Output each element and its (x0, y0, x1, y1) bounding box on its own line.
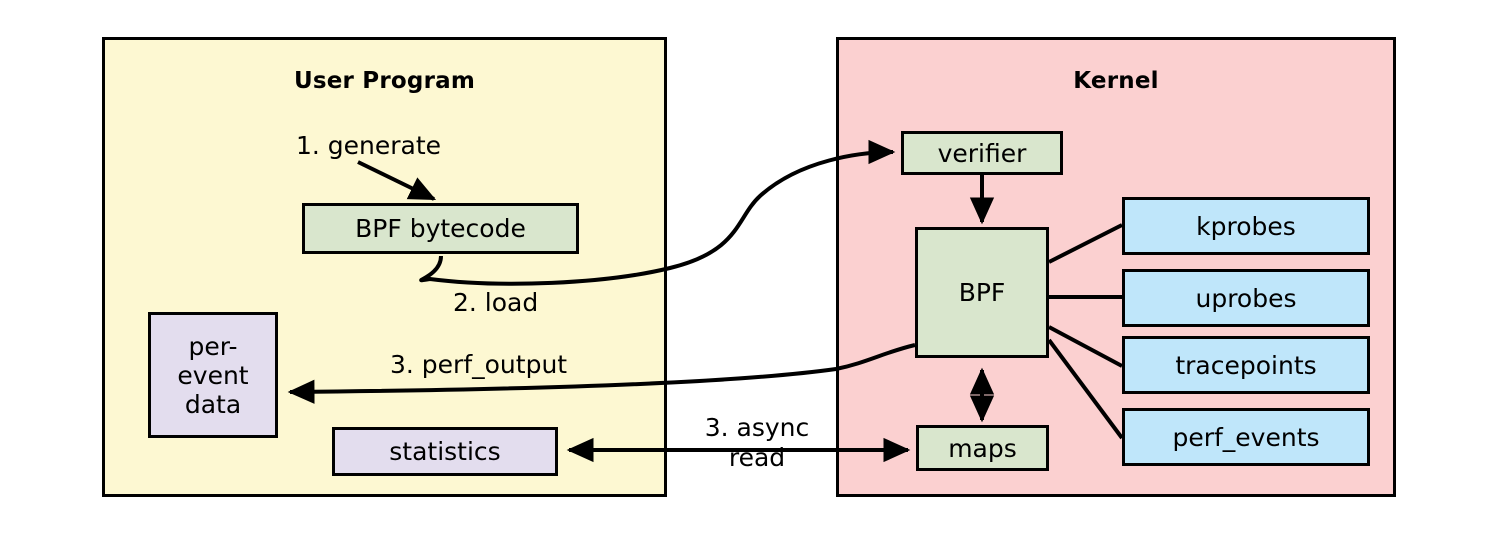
node-perf-events-label: perf_events (1172, 422, 1320, 452)
node-bpf-label: BPF (958, 278, 1006, 307)
node-kprobes[interactable]: kprobes (1122, 197, 1370, 255)
panel-user-program-title: User Program (293, 68, 475, 94)
edge-label-async-read-line2: read (728, 443, 786, 472)
node-maps[interactable]: maps (916, 425, 1049, 471)
node-per-event-data-text: per- event data (177, 332, 248, 419)
edge-label-load: 2. load (453, 288, 539, 317)
node-per-event-data[interactable]: per- event data (148, 312, 278, 438)
node-uprobes[interactable]: uprobes (1122, 269, 1370, 327)
node-uprobes-label: uprobes (1195, 283, 1297, 313)
edge-label-async-read-line1: 3. async (704, 413, 810, 442)
node-tracepoints-label: tracepoints (1175, 350, 1317, 380)
node-kprobes-label: kprobes (1196, 211, 1296, 241)
node-bpf[interactable]: BPF (915, 227, 1049, 358)
node-per-event-data-line2: event (177, 360, 249, 390)
node-per-event-data-line3: data (184, 389, 242, 419)
node-tracepoints[interactable]: tracepoints (1122, 336, 1370, 394)
node-bpf-bytecode-label: BPF bytecode (355, 214, 526, 243)
node-statistics[interactable]: statistics (332, 427, 558, 476)
edge-label-async-read: 3. async read (692, 413, 822, 473)
node-verifier[interactable]: verifier (901, 131, 1063, 175)
node-perf-events[interactable]: perf_events (1122, 408, 1370, 466)
node-per-event-data-line1: per- (188, 331, 238, 361)
node-verifier-label: verifier (937, 138, 1027, 168)
edge-label-generate: 1. generate (296, 131, 442, 160)
edge-label-perf-output: 3. perf_output (390, 350, 568, 379)
panel-kernel-title: Kernel (1073, 68, 1159, 94)
node-statistics-label: statistics (389, 437, 501, 466)
node-maps-label: maps (948, 433, 1017, 463)
node-bpf-bytecode[interactable]: BPF bytecode (302, 203, 579, 254)
